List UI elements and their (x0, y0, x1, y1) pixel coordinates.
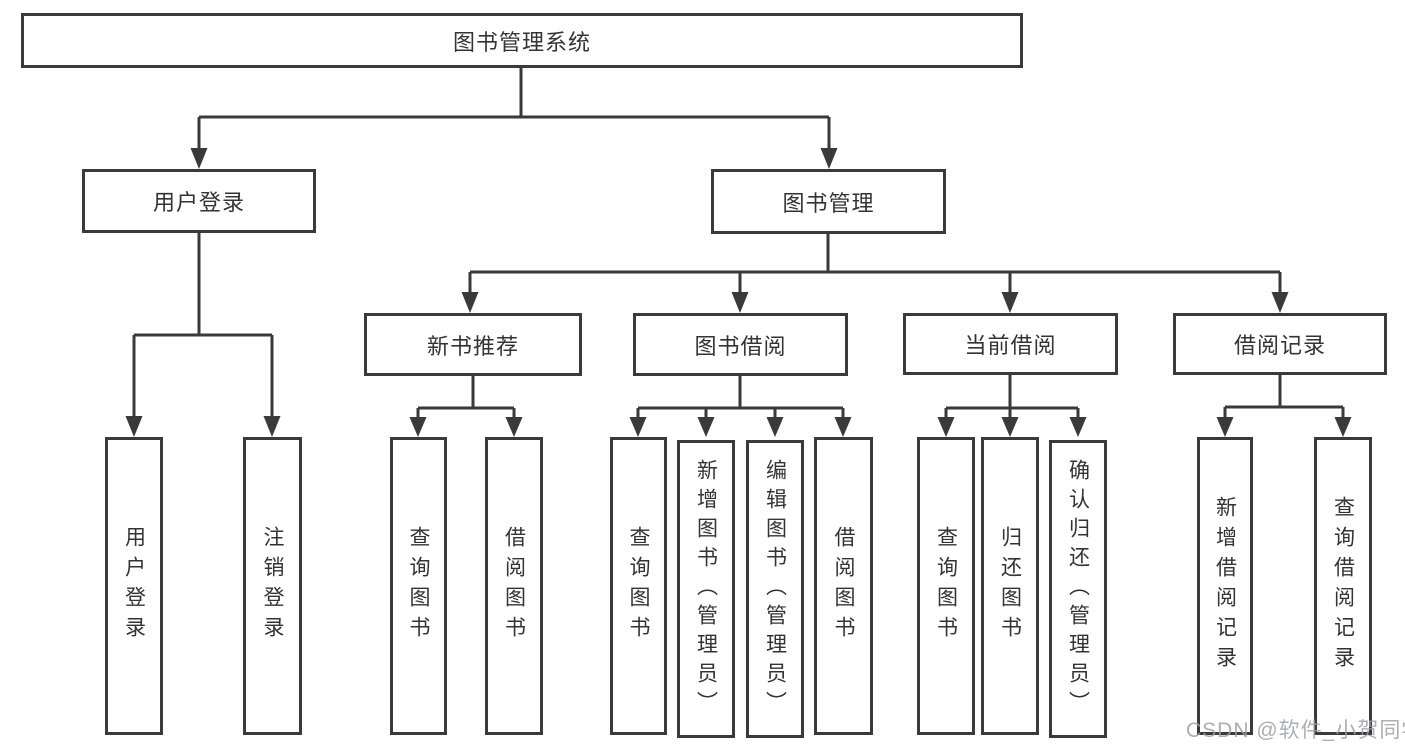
node-user-login: 用户登录 (82, 169, 316, 233)
node-add-books-admin: 新增图书（管理员） (677, 440, 735, 738)
node-add-borrow-record: 新增借阅记录 (1197, 437, 1253, 735)
node-root: 图书管理系统 (21, 13, 1023, 68)
node-query-borrow-record: 查询借阅记录 (1314, 437, 1372, 735)
node-logout-leaf: 注销登录 (243, 437, 302, 735)
node-book-management: 图书管理 (711, 169, 946, 234)
node-query-books-2: 查询图书 (610, 437, 667, 735)
node-new-book-recommend: 新书推荐 (364, 313, 582, 376)
node-return-books: 归还图书 (981, 437, 1039, 735)
node-user-login-leaf: 用户登录 (105, 437, 163, 735)
node-confirm-return-admin: 确认归还（管理员） (1049, 440, 1107, 738)
node-current-borrowing: 当前借阅 (903, 313, 1118, 375)
node-borrow-books-2: 借阅图书 (814, 437, 873, 735)
node-query-books-1: 查询图书 (390, 437, 447, 735)
node-borrow-books-1: 借阅图书 (485, 437, 543, 735)
node-book-borrowing: 图书借阅 (633, 313, 848, 376)
csdn-watermark: CSDN @软件_小贺同学 (1186, 719, 1405, 742)
node-query-books-3: 查询图书 (917, 437, 975, 735)
node-borrowing-records: 借阅记录 (1173, 313, 1387, 375)
node-edit-books-admin: 编辑图书（管理员） (746, 440, 804, 738)
